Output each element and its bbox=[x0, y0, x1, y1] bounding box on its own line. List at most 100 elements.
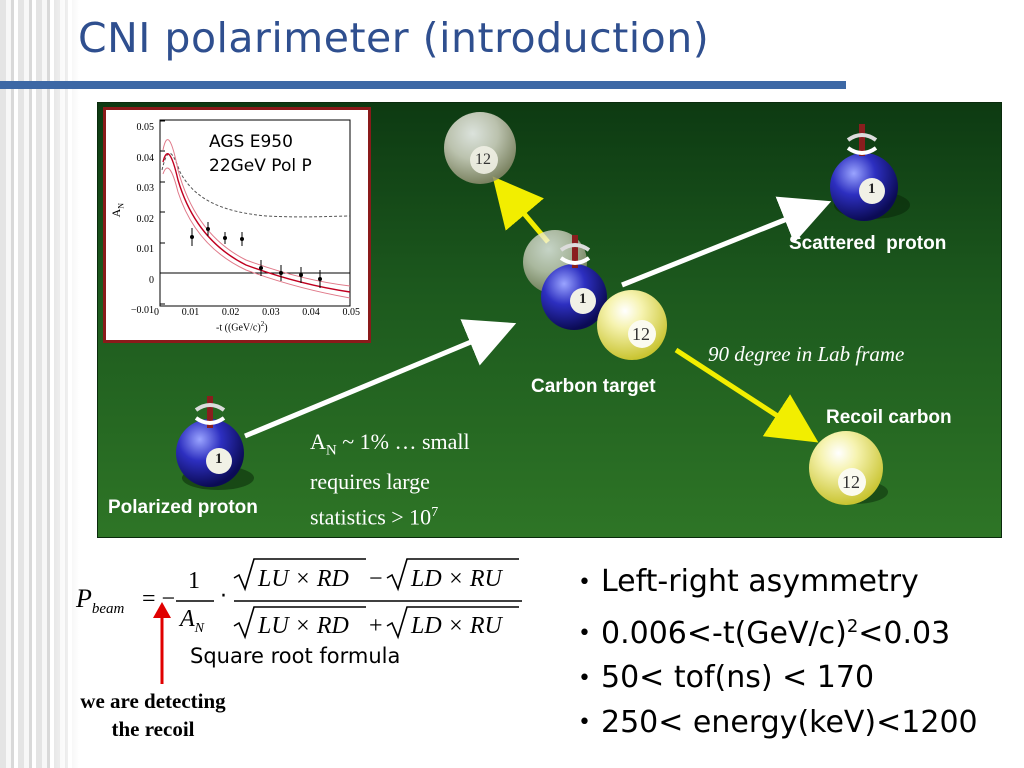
y-axis-label-sub: N bbox=[116, 202, 126, 209]
bullet-item: • Left-right asymmetry bbox=[578, 560, 978, 605]
sqrt-icon bbox=[233, 606, 366, 640]
square-root-formula: Pbeam = − 1 AN · LU × RD − LD × RU LU × … bbox=[72, 556, 532, 656]
polarized-proton-label: Polarized proton bbox=[108, 497, 258, 518]
bullet-text: 250< energy(keV)<1200 bbox=[600, 704, 978, 740]
left-stripes-decoration bbox=[0, 0, 80, 768]
x-axis-label-text: -t ((GeV/c) bbox=[216, 322, 261, 334]
stats-line2: statistics > 107 bbox=[310, 497, 470, 532]
bullet-text: Left-right asymmetry bbox=[600, 564, 919, 599]
formula-num-term1: LU × RD bbox=[258, 566, 349, 592]
x-tick-label: 0.03 bbox=[262, 307, 280, 318]
recoil-carbon-arrow bbox=[674, 347, 819, 443]
bullet-item: • 250< energy(keV)<1200 bbox=[578, 701, 978, 746]
recoil-carbon-label: Recoil carbon bbox=[826, 407, 952, 428]
x-tick-label: 0 bbox=[154, 307, 159, 318]
bullet-dot-icon: • bbox=[578, 569, 591, 595]
an-plot-svg bbox=[159, 119, 351, 307]
bullet-text-after: <0.03 bbox=[858, 615, 951, 651]
detection-line2: the recoil bbox=[111, 717, 195, 741]
plot-label-line2: 22GeV Pol P bbox=[209, 156, 312, 176]
an-text: ~ 1% … small bbox=[336, 429, 470, 454]
x-tick-labels: 0 0.01 0.02 0.03 0.04 0.05 bbox=[154, 307, 360, 318]
an-subscript: N bbox=[325, 442, 337, 459]
x-tick-label: 0.05 bbox=[342, 307, 360, 318]
scattered-proton-label: Scattered proton bbox=[789, 233, 947, 254]
curve-band-lower bbox=[162, 167, 351, 299]
red-up-arrow-icon bbox=[153, 602, 171, 684]
x-tick-label: 0.02 bbox=[221, 307, 240, 318]
spin-arrow-icon-scattered bbox=[846, 124, 878, 156]
an-symbol: A bbox=[310, 429, 326, 454]
curve-band-upper bbox=[162, 139, 351, 287]
spin-arrow-icon-polarized bbox=[194, 396, 226, 428]
x-tick-label: 0.04 bbox=[302, 307, 320, 318]
formula-num-term2: LD × RU bbox=[411, 566, 502, 592]
y-tick-label: 0.01 bbox=[136, 244, 155, 255]
bullet-dot-icon: • bbox=[578, 710, 591, 735]
bullet-superscript: 2 bbox=[846, 615, 859, 637]
an-inset-plot: 0.05 0.04 0.03 0.02 0.01 0 −0.01 0 0.01 … bbox=[103, 107, 371, 343]
data-points bbox=[190, 222, 322, 288]
formula-equals: = − bbox=[142, 586, 176, 612]
ghost-carbon-arrow bbox=[492, 176, 550, 244]
sqrt-icon bbox=[233, 558, 366, 592]
scattered-proton-arrow bbox=[621, 196, 832, 288]
stats-exponent: 7 bbox=[431, 505, 439, 521]
bullet-text: 0.006<-t(GeV/c) bbox=[600, 615, 847, 651]
sqrt-icon bbox=[386, 606, 519, 640]
y-tick-label: −0.01 bbox=[130, 305, 154, 316]
curve-dashed bbox=[161, 152, 351, 218]
y-axis-label: AN bbox=[109, 203, 125, 217]
x-axis-label-sup: 2 bbox=[260, 320, 265, 328]
title-underline-bar bbox=[0, 81, 846, 89]
formula-den-term1: LU × RD bbox=[258, 613, 349, 639]
ball-number-recoil: 12 bbox=[842, 472, 860, 492]
x-axis-label: -t ((GeV/c)2) bbox=[216, 320, 268, 333]
x-axis-label-close: ) bbox=[264, 322, 268, 334]
formula-lhs-symbol: P bbox=[76, 584, 92, 613]
bullet-item: • 0.006<-t(GeV/c)2<0.03 bbox=[578, 605, 978, 657]
asymmetry-note: AN ~ 1% … small requires large statistic… bbox=[310, 426, 470, 533]
bullet-dot-icon: • bbox=[578, 621, 591, 646]
formula-frac-denominator: AN bbox=[180, 606, 204, 637]
y-tick-label: 0.02 bbox=[136, 213, 155, 225]
an-line: AN ~ 1% … small bbox=[310, 426, 470, 466]
bullet-list: • Left-right asymmetry • 0.006<-t(GeV/c)2<… bbox=[578, 560, 978, 745]
y-tick-label: 0.05 bbox=[136, 122, 155, 133]
formula-svg bbox=[176, 558, 522, 640]
formula-lhs: Pbeam bbox=[76, 584, 124, 618]
stats-line1: requires large bbox=[310, 469, 430, 495]
plot-label-line1: AGS E950 bbox=[209, 132, 293, 152]
formula-den-term2: LD × RU bbox=[411, 613, 502, 639]
ball-number-target-proton: 1 bbox=[579, 291, 587, 307]
formula-dot: · bbox=[220, 584, 227, 609]
bullet-item: •50< tof(ns) < 170 bbox=[578, 656, 978, 701]
incoming-beam-arrow bbox=[244, 319, 517, 439]
formula-an-symbol: A bbox=[180, 606, 195, 632]
bullet-dot-icon: • bbox=[578, 665, 591, 691]
ball-number-ghost: 12 bbox=[475, 151, 491, 168]
y-axis-label-text: A bbox=[109, 208, 124, 218]
curve-center bbox=[162, 153, 351, 293]
ball-number-target-carbon: 12 bbox=[632, 324, 650, 344]
formula-den-operator: + bbox=[369, 613, 383, 639]
detection-note: we are detecting the recoil bbox=[58, 687, 248, 743]
formula-num-operator: − bbox=[369, 566, 383, 592]
formula-caption: Square root formula bbox=[190, 644, 401, 668]
y-tick-label: 0 bbox=[149, 274, 154, 286]
y-tick-labels: 0.05 0.04 0.03 0.02 0.01 0 −0.01 bbox=[114, 113, 154, 327]
ball-number-polarized: 1 bbox=[215, 451, 223, 467]
lab-frame-note: 90 degree in Lab frame bbox=[708, 342, 905, 366]
formula-frac-numerator: 1 bbox=[188, 568, 200, 594]
ball-number-scattered: 1 bbox=[868, 181, 876, 197]
y-tick-label: 0.04 bbox=[136, 152, 155, 164]
y-tick-label: 0.03 bbox=[136, 183, 155, 194]
formula-an-sub: N bbox=[194, 620, 205, 636]
plot-legend-text: AGS E950 22GeV Pol P bbox=[209, 130, 312, 178]
slide-title: CNI polarimeter (introduction) bbox=[78, 14, 710, 62]
sqrt-icon bbox=[386, 558, 519, 592]
y-tick-marks bbox=[160, 120, 165, 305]
stats-text: statistics > 10 bbox=[310, 504, 432, 530]
spin-arrow-icon-target bbox=[559, 235, 591, 268]
